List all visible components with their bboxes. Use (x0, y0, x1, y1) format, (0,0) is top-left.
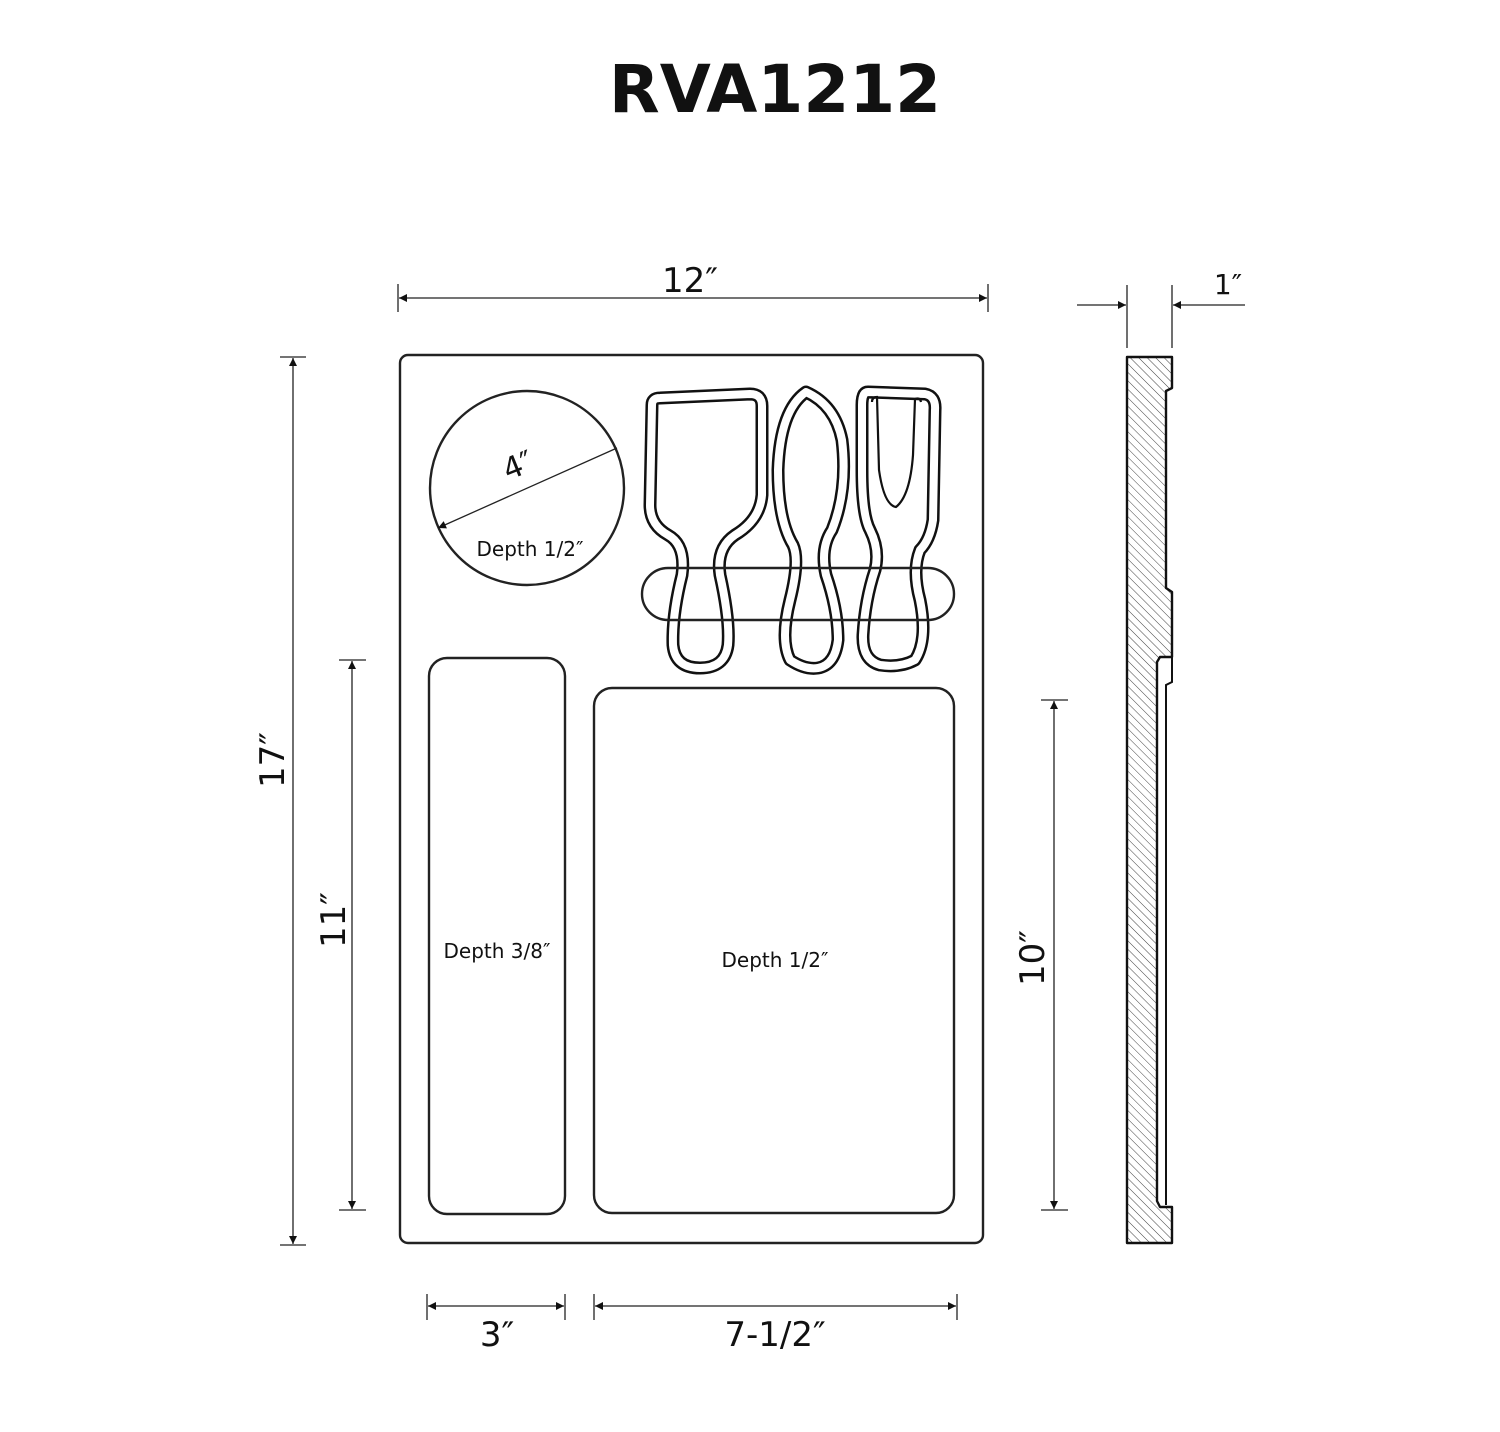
left-slot-width-label: 3″ (480, 1315, 514, 1355)
left-slot-depth-label: Depth 3/8″ (444, 939, 551, 963)
right-area-width-dimension: 7-1/2″ (593, 1294, 958, 1355)
drawing-title: RVA1212 (609, 51, 941, 128)
right-area-height-dimension: 10″ (1013, 699, 1068, 1211)
utensil-cutouts (640, 385, 956, 675)
right-area: Depth 1/2″ (592, 686, 956, 1215)
round-cutout: 4″ Depth 1/2″ (428, 389, 626, 587)
tray-outline (398, 353, 985, 1245)
side-profile: 1″ (1077, 268, 1245, 1245)
spatula-cutout (643, 387, 769, 675)
circle-diameter-label: 4″ (498, 444, 539, 488)
thickness-label: 1″ (1214, 268, 1242, 301)
height-dimension: 17″ (253, 356, 306, 1246)
left-slot-height-dimension: 11″ (314, 659, 366, 1211)
width-label: 12″ (662, 261, 718, 301)
right-area-depth-label: Depth 1/2″ (722, 948, 829, 972)
height-label: 17″ (253, 732, 293, 788)
right-area-height-label: 10″ (1013, 930, 1053, 986)
right-area-width-label: 7-1/2″ (724, 1315, 825, 1355)
circle-depth-label: Depth 1/2″ (477, 537, 584, 561)
spoon-cutout (771, 385, 851, 675)
left-slot: Depth 3/8″ (427, 656, 567, 1216)
utensil-rest-slot (640, 566, 956, 622)
width-dimension: 12″ (397, 261, 989, 312)
left-slot-width-dimension: 3″ (426, 1294, 566, 1355)
fork-cutout (855, 385, 942, 673)
left-slot-height-label: 11″ (314, 892, 354, 948)
